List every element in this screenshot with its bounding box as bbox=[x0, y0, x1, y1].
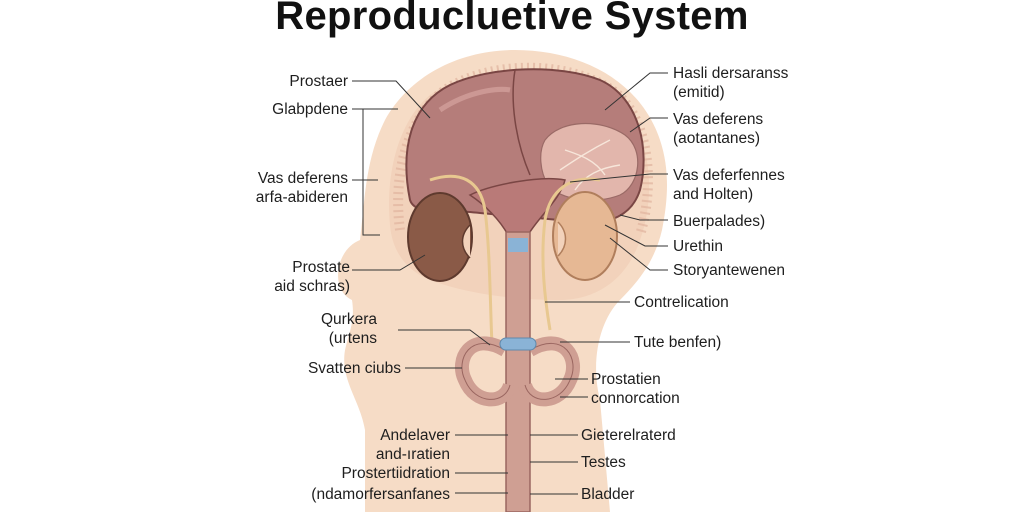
right-leaders bbox=[530, 72, 668, 495]
label-gieterelraterd: Gieterelraterd bbox=[581, 427, 676, 444]
right-kidney bbox=[552, 191, 618, 281]
upper-organ-fold bbox=[512, 69, 531, 176]
label-urethin: Urethin bbox=[673, 238, 723, 255]
upper-organ-highlight bbox=[438, 86, 511, 113]
label-prostertiidration: Prostertiidration bbox=[341, 465, 450, 482]
label-hasli-dersaranss: Hasli dersaranss (emitid) bbox=[673, 65, 789, 101]
central-funnel bbox=[468, 177, 566, 236]
label-prostatien-connorcation: Prostatien connorcation bbox=[591, 371, 680, 407]
left-leaders bbox=[352, 80, 508, 494]
label-bladder: Bladder bbox=[581, 486, 635, 503]
label-prostaer: Prostaer bbox=[289, 73, 348, 90]
diagram-title: Reproducluetive System bbox=[275, 0, 749, 38]
label-testes: Testes bbox=[581, 454, 626, 471]
label-vas-deferens-right: Vas deferens (aotantanes) bbox=[673, 111, 764, 147]
label-vas-deferfennes: Vas deferfennes and Holten) bbox=[673, 167, 785, 203]
label-storyantewenen: Storyantewenen bbox=[673, 262, 786, 279]
left-duct bbox=[429, 174, 494, 346]
central-tube bbox=[505, 231, 531, 512]
ureter-band bbox=[499, 337, 537, 351]
left-kidney bbox=[407, 192, 473, 282]
label-glabpdene: Glabpdene bbox=[272, 101, 348, 118]
label-ndamorfersanfanes: (ndamorfersanfanes bbox=[311, 486, 450, 503]
label-qurkera: Qurkera (urtens bbox=[321, 311, 377, 347]
label-andelaver: Andelaver and-ıratien bbox=[375, 427, 450, 463]
label-contrelication: Contrelication bbox=[634, 294, 729, 311]
label-vas-deferens-left: Vas deferens arfa-abideren bbox=[255, 170, 348, 206]
label-prostate: Prostate aid schras) bbox=[274, 259, 350, 295]
label-svatten-ciubs: Svatten ciubs bbox=[307, 360, 401, 377]
label-tute-benfen: Tute benfen) bbox=[634, 334, 722, 351]
label-buerpalades: Buerpalades) bbox=[673, 213, 766, 230]
